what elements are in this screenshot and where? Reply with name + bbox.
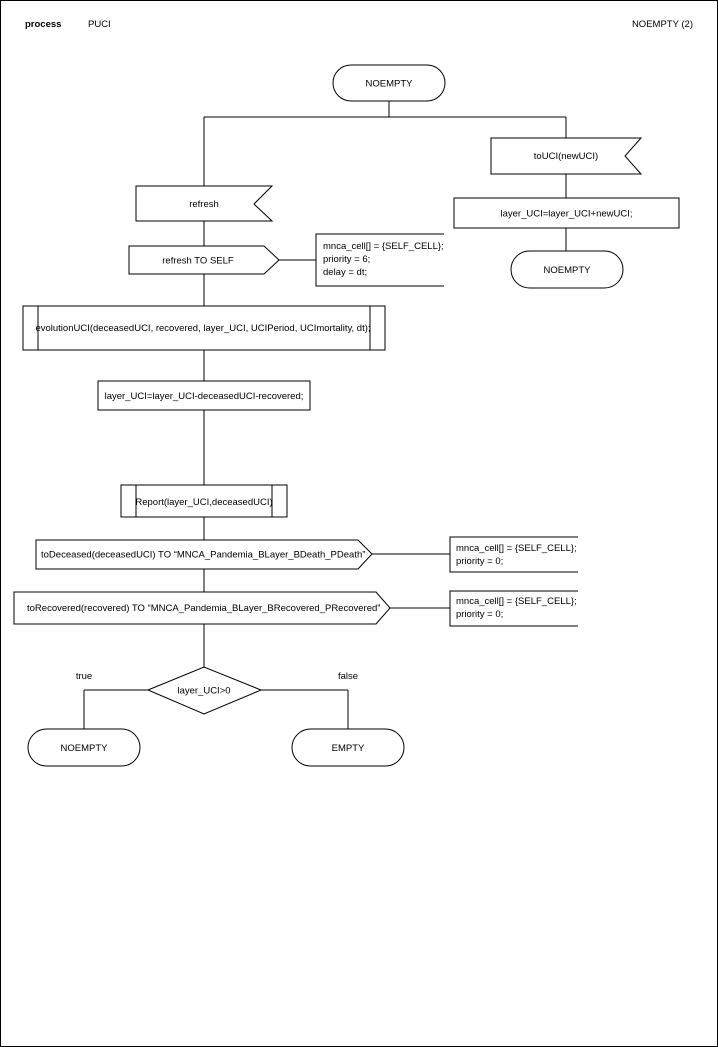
- comment-line: mnca_cell[] = {SELF_CELL};: [456, 543, 577, 554]
- procedure-evolution-uci[interactable]: evolutionUCI(deceasedUCI, recovered, lay…: [22, 305, 386, 351]
- task-label: layer_UCI=layer_UCI-deceasedUCI-recovere…: [105, 391, 304, 402]
- output-to-deceased[interactable]: toDeceased(deceasedUCI) TO “MNCA_Pandemi…: [35, 539, 373, 570]
- task-subtract-uci[interactable]: layer_UCI=layer_UCI-deceasedUCI-recovere…: [97, 380, 311, 411]
- output-label: toDeceased(deceasedUCI) TO “MNCA_Pandemi…: [41, 550, 365, 561]
- header-keyword: process: [25, 19, 61, 30]
- task-add-new-uci[interactable]: layer_UCI=layer_UCI+newUCI;: [453, 197, 680, 229]
- output-label: toRecovered(recovered) TO “MNCA_Pandemia…: [27, 603, 380, 614]
- comment-line: priority = 0;: [456, 609, 503, 620]
- state-noempty-start[interactable]: NOEMPTY: [332, 64, 446, 102]
- procedure-label: evolutionUCI(deceasedUCI, recovered, lay…: [35, 323, 370, 334]
- output-label: refresh TO SELF: [162, 256, 234, 267]
- procedure-report[interactable]: Report(layer_UCI,deceasedUCI): [120, 484, 288, 518]
- flow-lines: [83, 101, 567, 729]
- decision-condition: layer_UCI>0: [177, 686, 230, 697]
- comment-line: mnca_cell[] = {SELF_CELL};: [323, 241, 444, 252]
- task-label: layer_UCI=layer_UCI+newUCI;: [501, 209, 633, 220]
- comment-line: priority = 6;: [323, 254, 370, 265]
- decision-true-label: true: [76, 671, 92, 682]
- input-to-uci[interactable]: toUCI(newUCI): [490, 137, 643, 175]
- state-empty-false[interactable]: EMPTY: [291, 728, 405, 767]
- decision-false-label: false: [338, 671, 358, 682]
- state-label: EMPTY: [332, 743, 365, 754]
- output-to-recovered[interactable]: toRecovered(recovered) TO “MNCA_Pandemia…: [13, 591, 391, 625]
- procedure-label: Report(layer_UCI,deceasedUCI): [135, 497, 272, 508]
- input-label: refresh: [189, 199, 219, 210]
- comment-refresh: mnca_cell[] = {SELF_CELL}; priority = 6;…: [315, 233, 444, 287]
- header-page-label: NOEMPTY (2): [632, 19, 693, 30]
- header-process-name: PUCI: [88, 19, 111, 30]
- input-label: toUCI(newUCI): [534, 151, 598, 162]
- state-label: NOEMPTY: [544, 265, 592, 276]
- comment-line: delay = dt;: [323, 267, 367, 278]
- state-label: NOEMPTY: [61, 743, 109, 754]
- state-noempty-right[interactable]: NOEMPTY: [510, 250, 624, 289]
- comment-line: mnca_cell[] = {SELF_CELL};: [456, 596, 577, 607]
- comment-recovered: mnca_cell[] = {SELF_CELL}; priority = 0;: [449, 590, 578, 627]
- state-noempty-true[interactable]: NOEMPTY: [27, 728, 141, 767]
- comment-deceased: mnca_cell[] = {SELF_CELL}; priority = 0;: [449, 536, 578, 573]
- state-label: NOEMPTY: [366, 79, 414, 90]
- decision-layer-uci[interactable]: layer_UCI>0: [146, 666, 263, 715]
- input-refresh[interactable]: refresh: [135, 185, 274, 222]
- output-refresh-to-self[interactable]: refresh TO SELF: [128, 245, 280, 275]
- comment-line: priority = 0;: [456, 556, 503, 567]
